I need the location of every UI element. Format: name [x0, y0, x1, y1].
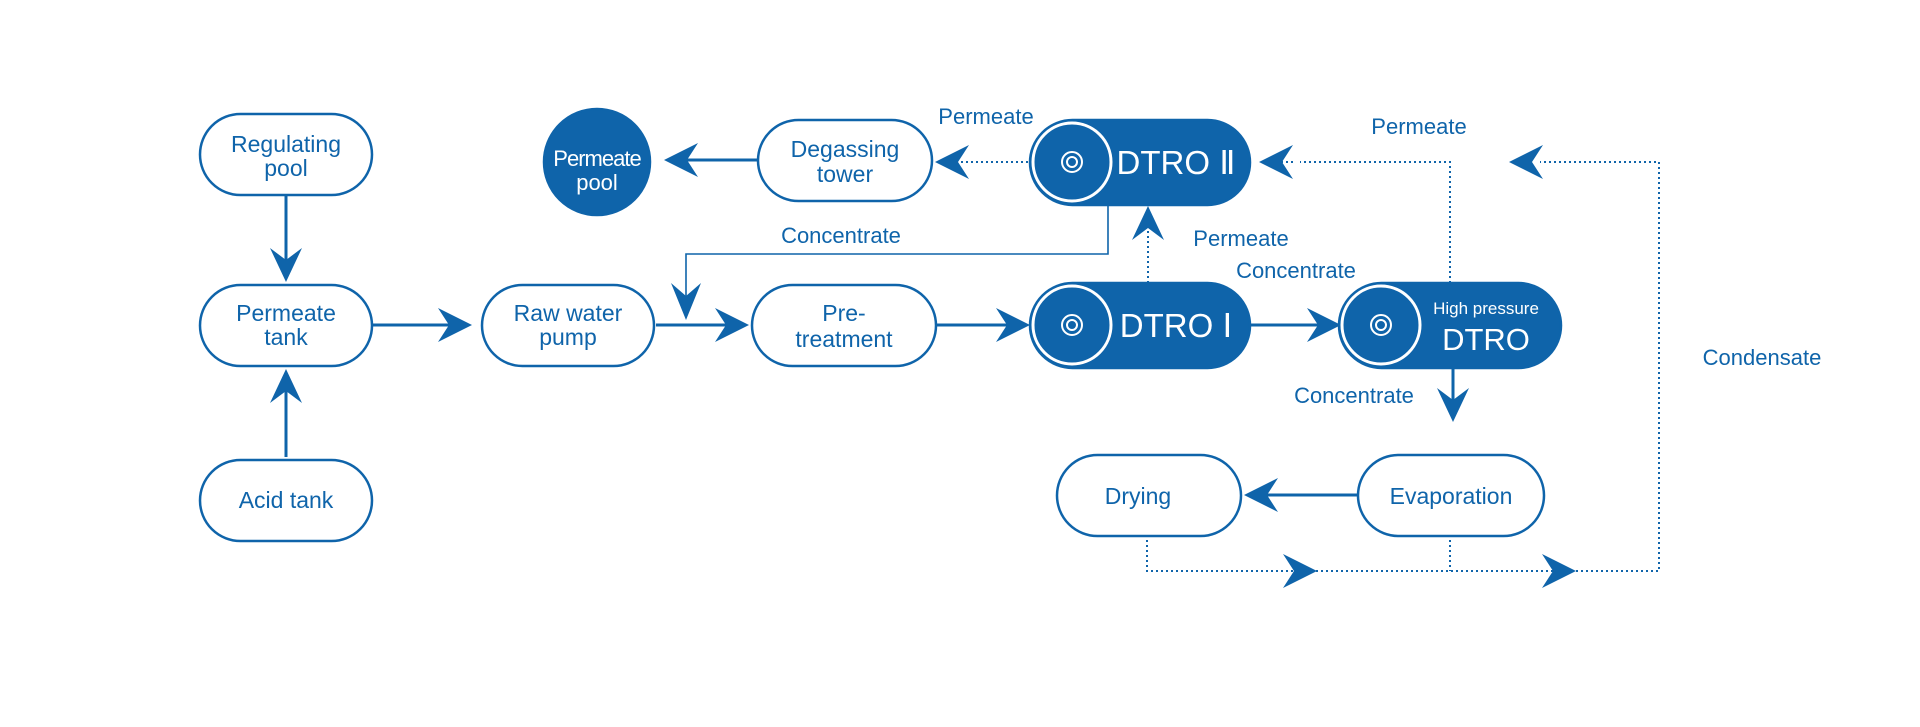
- node-degassing-tower: Degassing tower: [756, 118, 934, 203]
- flow-label-concentrate-bottom: Concentrate: [1294, 383, 1414, 408]
- connector-dtro2-concentrate-return: [685, 205, 1109, 305]
- arrow-head: [438, 308, 472, 342]
- permeate-tank-label-line2: tank: [264, 324, 308, 350]
- arrow-head: [270, 248, 302, 282]
- arrow-head: [715, 308, 749, 342]
- disc-icon: [1031, 284, 1113, 366]
- arrow-head: [1437, 388, 1469, 422]
- hp-dtro-label-line2: DTRO: [1442, 322, 1530, 357]
- permeate-pool-label-line1: Permeate: [553, 146, 641, 171]
- acid-tank-label: Acid tank: [239, 487, 334, 513]
- node-evaporation: Evaporation: [1356, 453, 1546, 538]
- disc-icon: [1340, 284, 1422, 366]
- raw-water-pump-label-line2: pump: [539, 324, 597, 350]
- node-permeate-tank: Permeate tank: [198, 283, 374, 368]
- disc-icon-hub: [1375, 319, 1387, 331]
- regulating-pool-label-line2: pool: [264, 155, 307, 181]
- arrow-head: [270, 369, 302, 403]
- arrow-head: [671, 283, 701, 320]
- drying-label: Drying: [1105, 483, 1171, 509]
- arrow-head: [1244, 478, 1278, 512]
- pre-treatment-label-line1: Pre-: [822, 300, 865, 326]
- node-regulating-pool: Regulating pool: [198, 112, 374, 197]
- dtro-1-label: DTRO Ⅰ: [1120, 307, 1232, 344]
- arrow-head: [1307, 308, 1341, 342]
- arrow-head: [1542, 554, 1576, 588]
- hp-dtro-label-line1: High pressure: [1433, 299, 1539, 318]
- node-high-pressure-dtro: High pressure DTRO: [1337, 281, 1563, 370]
- pre-treatment-label-line2: treatment: [795, 326, 893, 352]
- arrow-head: [664, 143, 698, 177]
- disc-icon-hub: [1066, 156, 1078, 168]
- flow-label-concentrate-mid: Concentrate: [1236, 258, 1356, 283]
- node-dtro-2: DTRO Ⅱ: [1028, 118, 1252, 207]
- arrow-head: [996, 308, 1030, 342]
- arrow-head: [1509, 145, 1543, 179]
- dtro-2-label: DTRO Ⅱ: [1117, 144, 1236, 181]
- flow-label-permeate-mid: Permeate: [1193, 226, 1288, 251]
- connector-hp-dtro-permeate-return: [1300, 161, 1451, 283]
- node-acid-tank: Acid tank: [198, 458, 374, 543]
- node-pre-treatment: Pre- treatment: [750, 283, 938, 368]
- arrow-head: [1283, 554, 1317, 588]
- degassing-tower-label-line2: tower: [817, 161, 874, 187]
- connector-condensate-loop: [1146, 161, 1660, 572]
- permeate-tank-label-line1: Permeate: [236, 300, 336, 326]
- flow-label-concentrate-top: Concentrate: [781, 223, 901, 248]
- flow-label-permeate-top-right: Permeate: [1371, 114, 1466, 139]
- disc-icon-ring: [1061, 314, 1083, 336]
- evaporation-label: Evaporation: [1390, 483, 1513, 509]
- arrow-head: [1132, 206, 1164, 240]
- disc-icon-hub: [1066, 319, 1078, 331]
- disc-icon-ring: [1370, 314, 1392, 336]
- node-permeate-pool: Permeate pool: [542, 107, 652, 217]
- raw-water-pump-label-line1: Raw water: [514, 300, 623, 326]
- arrow-head: [935, 145, 969, 179]
- flow-label-permeate-top-left: Permeate: [938, 104, 1033, 129]
- node-raw-water-pump: Raw water pump: [480, 283, 656, 368]
- node-drying: Drying: [1055, 453, 1243, 538]
- degassing-tower-label-line1: Degassing: [791, 136, 900, 162]
- disc-icon-ring: [1061, 151, 1083, 173]
- node-dtro-1: DTRO Ⅰ: [1028, 281, 1252, 370]
- flow-label-condensate: Condensate: [1703, 345, 1822, 370]
- regulating-pool-label-line1: Regulating: [231, 131, 341, 157]
- permeate-pool-label-line2: pool: [576, 170, 618, 195]
- disc-icon: [1031, 121, 1113, 203]
